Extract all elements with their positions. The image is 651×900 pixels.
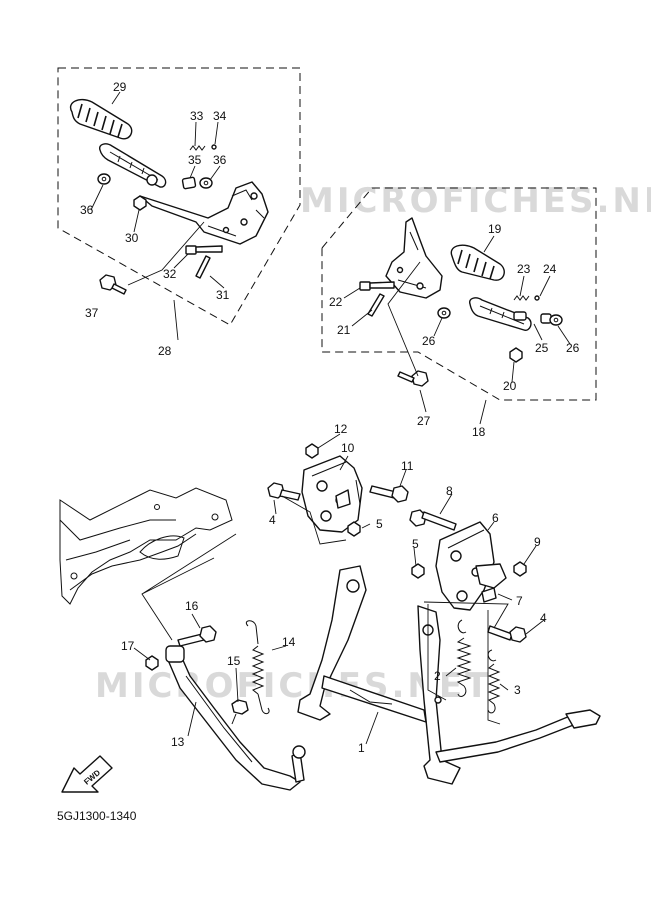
pivot-collar (165, 645, 185, 663)
spring-23 (513, 295, 530, 301)
callout-19: 19 (488, 222, 502, 236)
callout-22: 22 (329, 295, 343, 309)
footrest-rubber-left (69, 98, 133, 140)
spring-3 (487, 649, 501, 714)
ball-24 (534, 295, 540, 301)
nut-5-upper (347, 521, 361, 537)
pin-22 (359, 281, 395, 291)
callout-26-left: 26 (422, 334, 436, 348)
bolt-37 (99, 274, 127, 295)
ball-34 (211, 144, 217, 150)
footrest-rubber-right (450, 244, 505, 281)
callout-16: 16 (185, 599, 199, 613)
footrest-left (99, 143, 167, 188)
center-stand-1 (297, 565, 601, 785)
callout-33: 33 (190, 109, 204, 123)
callout-15: 15 (227, 654, 241, 668)
callout-26-right: 26 (566, 341, 580, 355)
callout-28: 28 (158, 344, 172, 358)
washer-26-right (549, 314, 563, 326)
callout-3: 3 (514, 683, 521, 697)
spring-14 (245, 620, 270, 715)
collar-35 (181, 176, 197, 190)
callout-36-right: 36 (213, 153, 227, 167)
callout-25: 25 (535, 341, 549, 355)
callout-4-upper: 4 (269, 513, 276, 527)
callout-12: 12 (334, 422, 348, 436)
bracket-7 (475, 563, 507, 603)
bolt-20 (509, 347, 523, 363)
callout-10: 10 (341, 441, 355, 455)
callout-23: 23 (517, 262, 531, 276)
bolt-27 (397, 370, 429, 387)
footrest-bracket-left (139, 181, 269, 245)
callout-34: 34 (213, 109, 227, 123)
callout-30: 30 (125, 231, 139, 245)
callout-24: 24 (543, 262, 557, 276)
diagram-code: 5GJ1300-1340 (57, 809, 137, 823)
bolt-30 (133, 195, 147, 211)
callout-9: 9 (534, 535, 541, 549)
side-stand-13 (167, 657, 306, 791)
callout-20: 20 (503, 379, 517, 393)
callout-11: 11 (401, 459, 414, 473)
callout-17: 17 (121, 639, 135, 653)
spring-2 (434, 619, 472, 704)
cotter-pin-21 (367, 293, 385, 317)
callout-6: 6 (492, 511, 499, 525)
callout-35: 35 (188, 153, 202, 167)
collar-25 (540, 313, 552, 324)
callout-2: 2 (434, 669, 441, 683)
washer-36-right (199, 177, 213, 189)
callout-27: 27 (417, 414, 431, 428)
right-footrest-group-outline (321, 187, 597, 401)
callout-5-lower: 5 (412, 537, 419, 551)
pin-32 (185, 245, 223, 255)
washer-36-left (97, 173, 111, 185)
callout-5-upper: 5 (376, 517, 383, 531)
nut-9 (513, 561, 527, 577)
watermark-top: MICROFICHES.NET (300, 181, 651, 221)
footrest-bracket-right (385, 217, 443, 299)
bolt-8 (409, 509, 457, 531)
footrest-right (469, 297, 532, 331)
callout-1: 1 (358, 741, 365, 755)
callout-8: 8 (446, 484, 453, 498)
bolt-4-upper (267, 482, 301, 501)
callout-4-lower: 4 (540, 611, 547, 625)
stopper-15 (231, 699, 249, 725)
bolt-16 (177, 625, 217, 647)
callout-18: 18 (472, 425, 486, 439)
cotter-pin-31 (195, 255, 211, 279)
callout-21: 21 (337, 323, 351, 337)
callout-31: 31 (216, 288, 230, 302)
callout-37: 37 (85, 306, 99, 320)
callout-36-left: 36 (80, 203, 94, 217)
spring-33 (189, 145, 206, 151)
washer-26-left (437, 307, 451, 319)
bolt-4-lower (487, 625, 527, 643)
callout-13: 13 (171, 735, 185, 749)
left-footrest-group-outline (57, 67, 301, 326)
stand-bracket-6 (435, 521, 495, 611)
nut-12 (305, 443, 319, 459)
callout-32: 32 (163, 267, 177, 281)
stand-bracket-10 (301, 455, 363, 533)
callouts: 29 33 34 35 36 36 30 32 31 37 28 19 23 2… (80, 80, 580, 755)
bolt-11 (369, 485, 409, 503)
frame-outline (59, 487, 233, 605)
callout-29: 29 (113, 80, 127, 94)
callout-14: 14 (282, 635, 296, 649)
nut-5-lower (411, 563, 425, 579)
fwd-arrow: FWD (61, 755, 113, 793)
callout-7: 7 (516, 594, 523, 608)
